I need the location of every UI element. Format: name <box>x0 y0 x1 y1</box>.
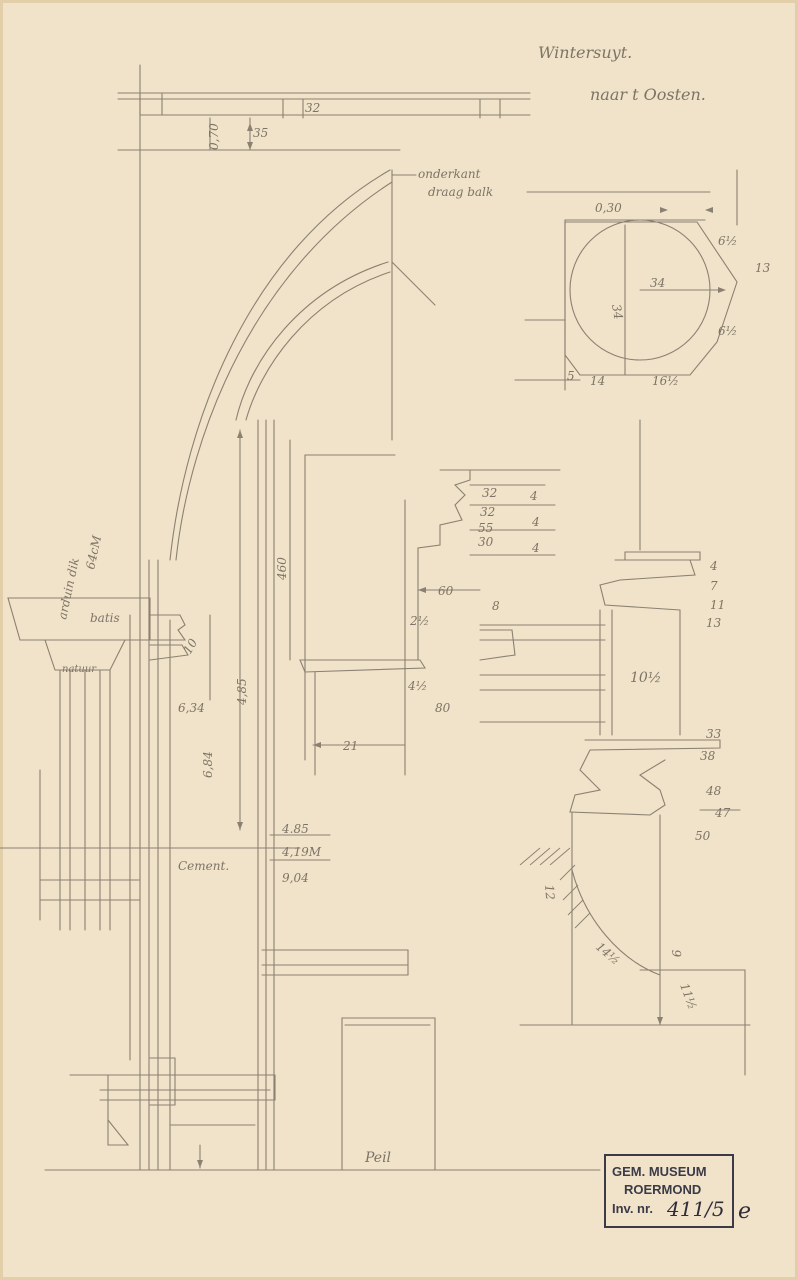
dim-column-mark-2: 4 <box>531 515 540 529</box>
dim-column-mark-3: 4 <box>531 541 540 555</box>
dim-base-9: 47 <box>714 806 731 820</box>
dim-arch-v1: 6,84 <box>201 751 215 778</box>
dim-base-4: 13 <box>706 616 722 630</box>
dim-oct-s6: 5 <box>567 369 575 383</box>
note-peil: Peil <box>364 1150 391 1166</box>
heading-line-2: naar t Oosten. <box>590 85 706 104</box>
dimension-arrows <box>197 123 726 1168</box>
dim-arch-s7: 8 <box>492 599 500 613</box>
pencil-linework <box>0 64 751 1171</box>
stamp-inv-label: Inv. nr. <box>612 1201 653 1216</box>
dim-top-35: 35 <box>253 126 268 140</box>
dim-base-3: 11 <box>710 598 725 612</box>
dim-column-3: 55 <box>478 521 493 535</box>
dim-column-2: 32 <box>480 505 495 519</box>
dim-top-070: 0,70 <box>207 123 221 150</box>
dim-top-32: 32 <box>305 101 320 115</box>
dim-arch-h1: 4,85 <box>235 678 249 706</box>
dim-oct-s4: 16½ <box>652 374 679 388</box>
dim-oct-radius: 34 <box>650 276 665 290</box>
stamp-inv-number: 411/5 <box>666 1197 725 1221</box>
dim-column-4: 30 <box>478 535 494 549</box>
dim-base-7: 38 <box>700 749 716 763</box>
dim-arch-s3: 21 <box>342 739 358 753</box>
dim-oct-s3: 6½ <box>718 324 737 338</box>
stamp-border <box>604 1154 734 1228</box>
dim-arch-height: 460 <box>275 557 289 581</box>
dim-base-8: 48 <box>705 784 722 798</box>
note-cement: Cement. <box>178 859 229 873</box>
dim-base-10: 50 <box>695 829 711 843</box>
stamp-suffix: e <box>738 1199 751 1224</box>
dim-oct-s2: 13 <box>755 261 771 275</box>
dim-plinth-1: 12 <box>542 884 557 900</box>
dim-base-5: 10½ <box>630 670 661 686</box>
dim-arch-s4: 80 <box>435 701 451 715</box>
dim-oct-s5: 14 <box>590 374 605 388</box>
dim-arch-s2: 60 <box>438 584 454 598</box>
heading-line-1: Wintersuyt. <box>538 43 632 62</box>
note-draag-balk: draag balk <box>428 185 493 199</box>
dim-plinth-3: 9 <box>669 949 684 958</box>
dim-oct-width: 0,30 <box>595 201 622 215</box>
museum-stamp: GEM. MUSEUM ROERMOND Inv. nr. 411/5 e <box>604 1154 751 1228</box>
dim-column-1: 32 <box>482 486 497 500</box>
dim-arch-s6: 4½ <box>407 679 427 693</box>
stamp-line-1: GEM. MUSEUM <box>612 1164 707 1179</box>
dim-column-mark-1: 4 <box>529 489 538 503</box>
dim-base-6: 33 <box>706 727 722 741</box>
note-batis: batis <box>90 611 120 625</box>
note-onderkant: onderkant <box>418 167 481 181</box>
dim-arch-s1: 10 <box>180 636 200 657</box>
note-natuur: natuur <box>62 664 97 675</box>
dim-oct-inner: 34 <box>609 303 625 320</box>
dim-arch-s5: 2½ <box>409 614 429 628</box>
dim-sum-total: 9,04 <box>282 871 309 885</box>
dim-sum-a: 4.85 <box>281 822 309 836</box>
stamp-line-2: ROERMOND <box>624 1182 701 1197</box>
dim-oct-s1: 6½ <box>718 234 737 248</box>
dim-base-1: 4 <box>709 559 718 573</box>
dim-arch-w1: 6,34 <box>178 701 205 715</box>
section-hatching <box>519 847 591 929</box>
dim-sum-b: 4,19M <box>281 845 322 859</box>
dim-base-2: 7 <box>710 579 718 593</box>
